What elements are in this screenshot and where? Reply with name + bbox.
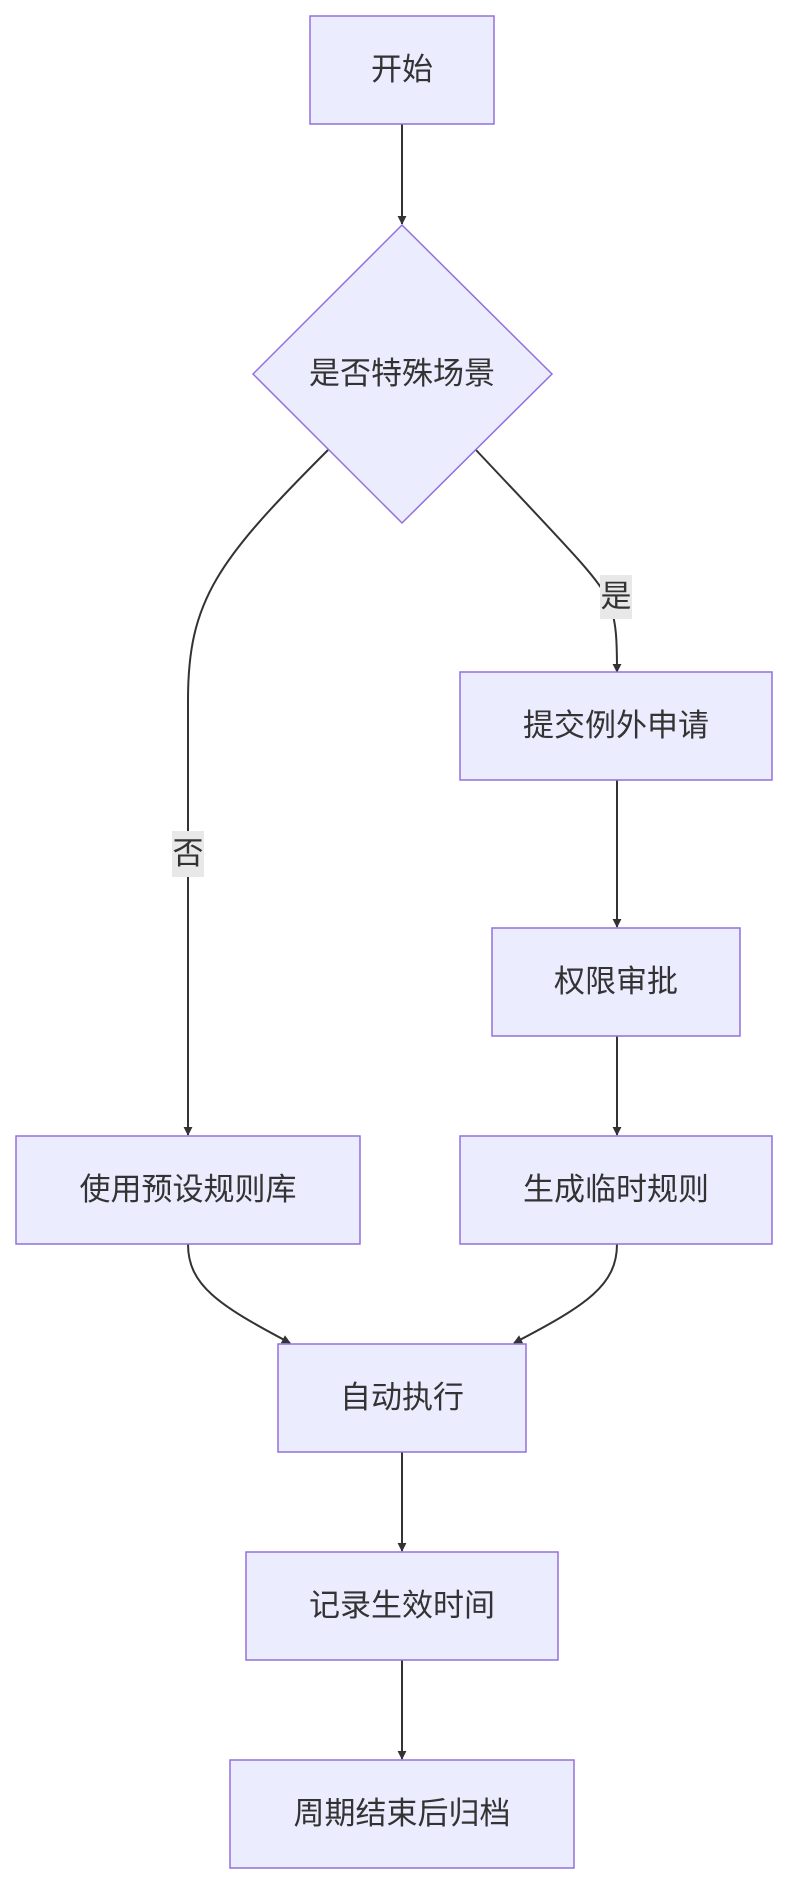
node-decision-label: 是否特殊场景 bbox=[309, 356, 495, 392]
edge-label-yes: 是 bbox=[600, 575, 632, 619]
node-record: 记录生效时间 bbox=[245, 1551, 559, 1661]
node-submit: 提交例外申请 bbox=[459, 671, 773, 781]
node-record-label: 记录生效时间 bbox=[309, 1588, 495, 1624]
node-archive-label: 周期结束后归档 bbox=[294, 1796, 511, 1832]
node-preset: 使用预设规则库 bbox=[15, 1135, 361, 1245]
node-execute: 自动执行 bbox=[277, 1343, 527, 1453]
node-approve-label: 权限审批 bbox=[554, 964, 678, 1000]
node-approve: 权限审批 bbox=[491, 927, 741, 1037]
node-generate-label: 生成临时规则 bbox=[523, 1172, 709, 1208]
node-start-label: 开始 bbox=[371, 52, 433, 88]
node-decision: 是否特殊场景 bbox=[251, 223, 554, 525]
node-execute-label: 自动执行 bbox=[340, 1380, 464, 1416]
edge-preset-to-execute bbox=[187, 1243, 291, 1344]
node-submit-label: 提交例外申请 bbox=[523, 708, 709, 744]
edge-decision-to-submit bbox=[475, 449, 622, 673]
node-generate: 生成临时规则 bbox=[459, 1135, 773, 1245]
node-archive: 周期结束后归档 bbox=[229, 1759, 575, 1869]
edge-label-no: 否 bbox=[172, 831, 204, 877]
edge-label-no-text: 否 bbox=[173, 836, 204, 872]
edge-generate-to-execute bbox=[513, 1243, 618, 1344]
node-preset-label: 使用预设规则库 bbox=[80, 1172, 297, 1208]
edge-label-yes-text: 是 bbox=[601, 579, 632, 615]
edge-decision-to-preset bbox=[183, 449, 329, 1136]
node-start: 开始 bbox=[309, 15, 495, 125]
